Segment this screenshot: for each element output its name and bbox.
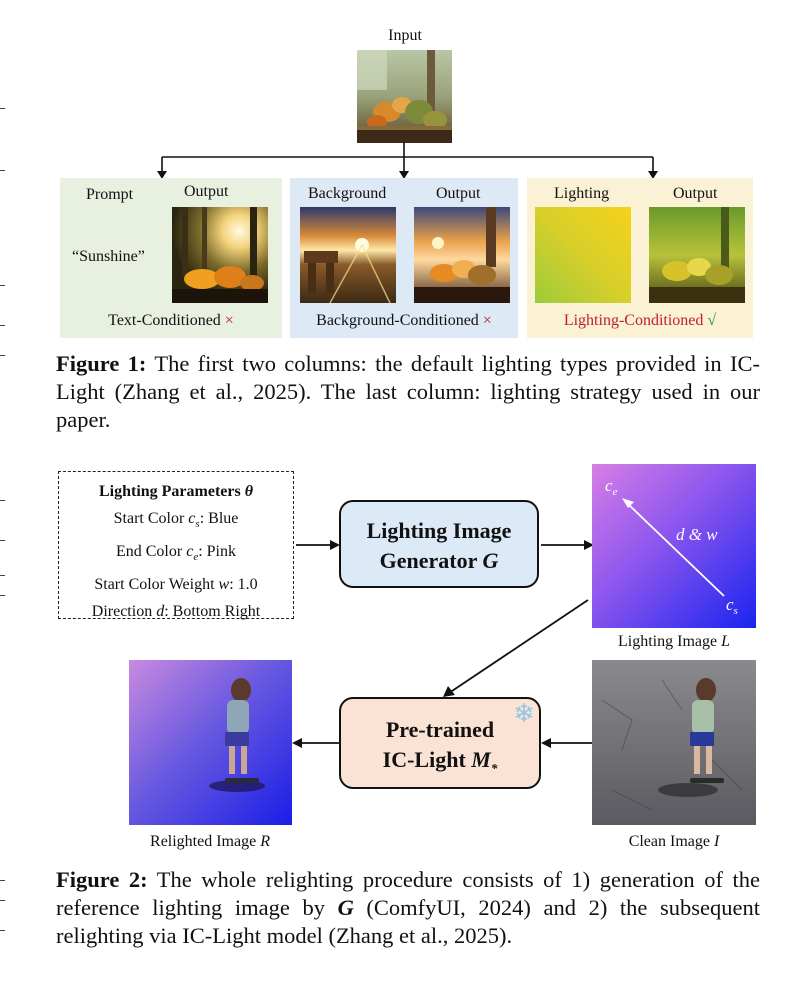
- background-image: [300, 207, 396, 303]
- relighted-image: [129, 660, 292, 825]
- param-direction: Direction d: Bottom Right: [91, 603, 261, 621]
- clean-image-label: Clean Image I: [628, 833, 720, 850]
- snowflake-icon: ❄: [513, 699, 535, 729]
- text-output-label: Output: [184, 183, 229, 200]
- lighting-output-image: [649, 207, 745, 303]
- background-conditioned-label: Background-Conditioned: [316, 312, 479, 329]
- lighting-parameters-title: Lighting Parameters θ: [98, 483, 254, 500]
- pretrained-iclight-box: Pre-trained IC-Light M* ❄: [339, 697, 541, 789]
- lighting-conditioned-panel: Lighting Output Lighting-Condi: [527, 178, 753, 338]
- text-conditioned-label: Text-Conditioned: [108, 312, 221, 329]
- figure-2-arrows: [292, 540, 594, 748]
- lighting-image: ce cs d & w: [592, 464, 756, 628]
- lighting-image-label: Lighting Image L: [618, 633, 730, 650]
- lighting-conditioned-label: Lighting-Conditioned: [563, 312, 704, 329]
- param-start-color-weight: Start Color Weight w: 1.0: [94, 576, 258, 594]
- text-conditioned-panel: Prompt Output “Sunshine” Text-Conditione…: [60, 178, 282, 338]
- lighting-parameters-box: Lighting Parameters θ Start Color cs: Bl…: [58, 471, 294, 620]
- figure-1-caption: Figure 1: The first two columns: the def…: [56, 350, 760, 434]
- cross-mark-icon: ×: [224, 312, 234, 329]
- text-conditioned-footer: Text-Conditioned ×: [60, 312, 282, 330]
- figure-1-caption-label: Figure 1:: [56, 351, 147, 376]
- check-mark-icon: √: [707, 312, 717, 329]
- text-output-image: [172, 207, 268, 303]
- relighted-image-label: Relighted Image R: [150, 833, 270, 850]
- input-image: [357, 50, 452, 143]
- clean-image: [592, 660, 756, 825]
- input-label: Input: [388, 27, 422, 44]
- cs-label: cs: [726, 595, 738, 617]
- generator-label: Lighting Image Generator G: [366, 518, 512, 573]
- ce-label: ce: [605, 476, 618, 498]
- iclight-label: Pre-trained IC-Light M*: [382, 717, 498, 776]
- background-output-label: Output: [436, 185, 481, 202]
- lighting-conditioned-footer: Lighting-Conditioned √: [527, 312, 753, 330]
- input-connector-arrows: [157, 142, 658, 179]
- param-end-color: End Color ce: Pink: [115, 543, 236, 564]
- background-conditioned-footer: Background-Conditioned ×: [290, 312, 518, 330]
- background-output-image: [414, 207, 510, 303]
- background-label: Background: [308, 185, 387, 202]
- lighting-gradient-image: [535, 207, 631, 303]
- param-start-color: Start Color cs: Blue: [113, 510, 239, 531]
- left-margin-marks: [0, 0, 10, 984]
- background-conditioned-panel: Background Output: [290, 178, 518, 338]
- dw-label: d & w: [676, 525, 718, 544]
- figure-2-caption: Figure 2: The whole relighting procedure…: [56, 867, 760, 948]
- figure-2-caption-label: Figure 2:: [56, 867, 148, 892]
- figure-1-caption-text: The first two columns: the default light…: [56, 351, 760, 432]
- prompt-label: Prompt: [86, 186, 134, 203]
- lighting-output-label: Output: [673, 185, 718, 202]
- lighting-label: Lighting: [554, 185, 610, 202]
- prompt-text: “Sunshine”: [72, 248, 145, 265]
- cross-mark-icon: ×: [482, 312, 492, 329]
- lighting-image-generator-box: Lighting Image Generator G: [339, 500, 539, 588]
